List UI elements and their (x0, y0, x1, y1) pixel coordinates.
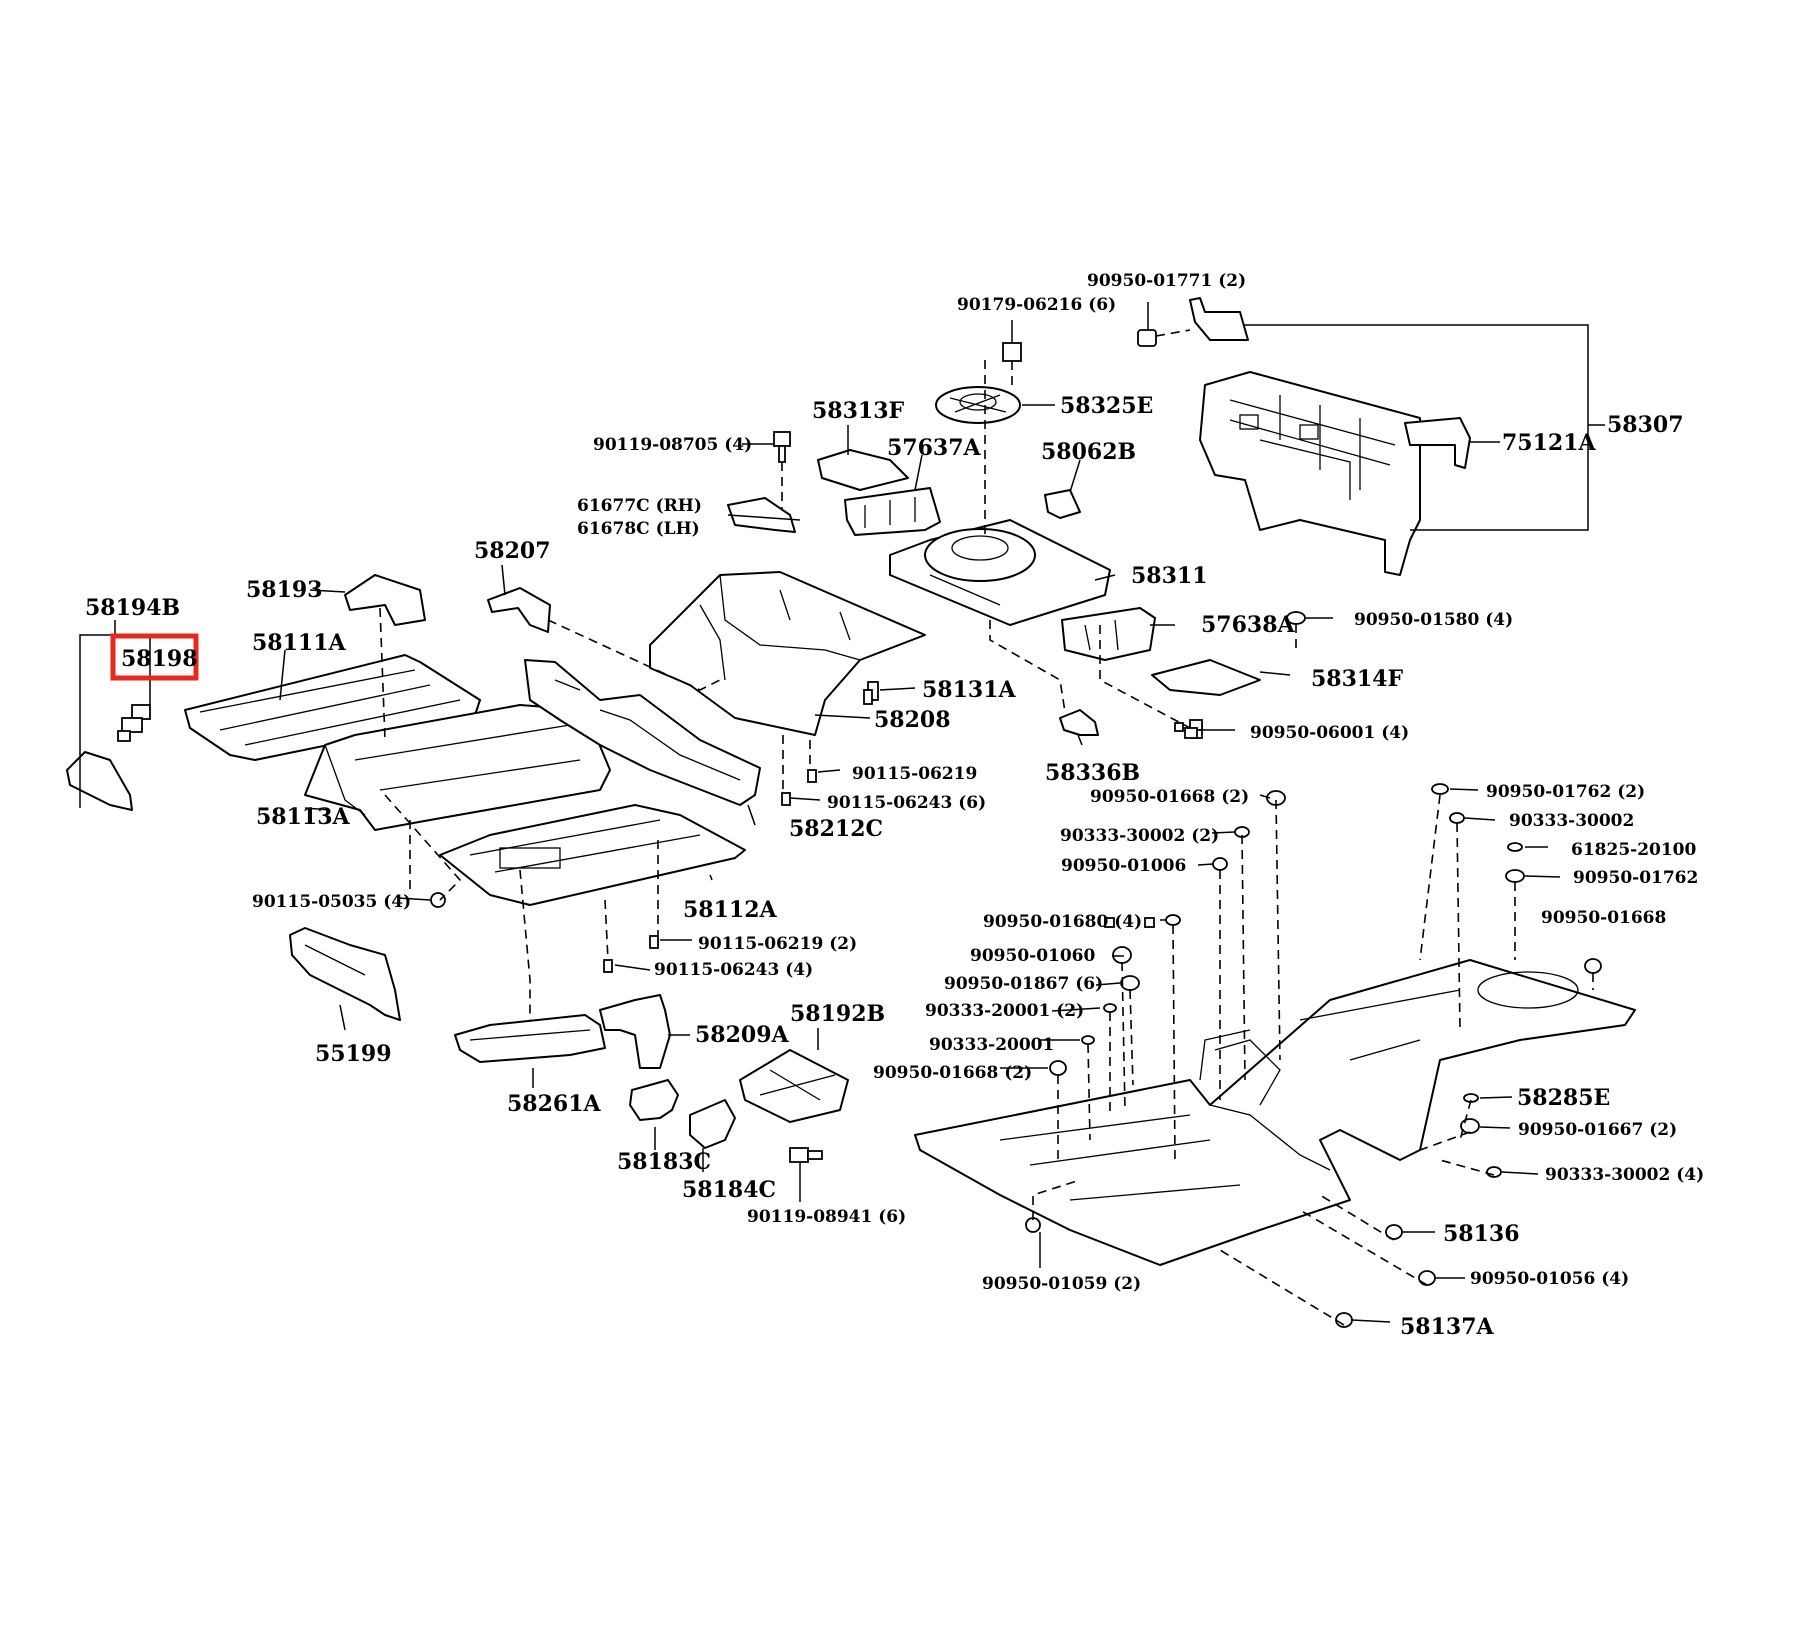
label-58112A: 58112A (683, 897, 778, 923)
part-90950-01771 (1137, 297, 1249, 347)
part-58198-clip (117, 704, 151, 742)
label-90115-06243-6: 90115-06243 (6) (827, 793, 986, 813)
label-58314F: 58314F (1311, 666, 1404, 692)
part-58062B (1044, 489, 1081, 519)
label-58307: 58307 (1607, 412, 1684, 438)
label-58062B: 58062B (1041, 439, 1136, 465)
label-90950-06001: 90950-06001 (4) (1250, 723, 1409, 743)
label-90950-01762: 90950-01762 (1573, 868, 1698, 888)
label-57638A: 57638A (1201, 612, 1296, 638)
label-90333-20001-2: 90333-20001 (2) (925, 1001, 1084, 1021)
label-90950-01667: 90950-01667 (2) (1518, 1120, 1677, 1140)
assembly-lines (379, 360, 1594, 1326)
part-58183C (629, 1079, 679, 1121)
part-58313F (817, 449, 909, 491)
label-90950-01668: 90950-01668 (1541, 908, 1666, 928)
label-58192B: 58192B (790, 1001, 885, 1027)
label-58113A: 58113A (256, 804, 351, 830)
label-58137A: 58137A (1400, 1314, 1495, 1340)
part-58325E (935, 342, 1022, 424)
label-75121A: 75121A (1502, 430, 1597, 456)
label-90950-01059: 90950-01059 (2) (982, 1274, 1141, 1294)
label-90950-01762-2: 90950-01762 (2) (1486, 782, 1645, 802)
part-58209A (599, 994, 671, 1069)
label-90950-01668-2b: 90950-01668 (2) (873, 1063, 1032, 1083)
part-61677C (727, 497, 796, 533)
label-90950-01056: 90950-01056 (4) (1470, 1269, 1629, 1289)
part-90119-08941 (789, 1147, 823, 1163)
label-58313F: 58313F (812, 398, 905, 424)
label-58336B: 58336B (1045, 760, 1140, 786)
label-58183C: 58183C (617, 1149, 711, 1175)
label-61825-20100: 61825-20100 (1571, 840, 1697, 860)
part-58193 (344, 574, 426, 626)
label-58209A: 58209A (695, 1022, 790, 1048)
part-58194B (66, 751, 133, 811)
part-58314F (1151, 659, 1261, 696)
label-90119-08941: 90119-08941 (6) (747, 1207, 906, 1227)
label-58208: 58208 (874, 707, 951, 733)
part-58184C (689, 1099, 736, 1149)
label-90950-01060: 90950-01060 (970, 946, 1096, 966)
part-55199 (289, 927, 401, 1021)
label-58207: 58207 (474, 538, 551, 564)
label-58311: 58311 (1131, 563, 1208, 589)
label-58285E: 58285E (1517, 1085, 1610, 1111)
label-58194B: 58194B (85, 595, 180, 621)
label-90333-30002-4: 90333-30002 (4) (1545, 1165, 1704, 1185)
part-58112A (439, 804, 746, 906)
label-58184C: 58184C (682, 1177, 776, 1203)
label-61677C: 61677C (RH) (577, 496, 702, 516)
highlight-box-58198 (110, 633, 199, 681)
label-90950-01006: 90950-01006 (1061, 856, 1186, 876)
label-90950-01668-2a: 90950-01668 (2) (1090, 787, 1249, 807)
label-58198: 58198 (121, 646, 198, 672)
label-90115-06219-2: 90115-06219 (2) (698, 934, 857, 954)
label-90115-06243-4: 90115-06243 (4) (654, 960, 813, 980)
label-58212C: 58212C (789, 816, 883, 842)
label-90950-01771: 90950-01771 (2) (1087, 271, 1246, 291)
leader-58307 (1240, 324, 1589, 531)
label-90950-01580: 90950-01580 (4) (1354, 610, 1513, 630)
callout-labels: 90950-01771 (2) 90179-06216 (6) 58325E 5… (85, 271, 1704, 1340)
label-55199: 55199 (315, 1041, 392, 1067)
label-90950-01680: 90950-01680 (4) (983, 912, 1142, 932)
label-90333-30002: 90333-30002 (1509, 811, 1634, 831)
label-90333-20001: 90333-20001 (929, 1035, 1054, 1055)
part-58207 (487, 587, 551, 633)
part-58261A (454, 1014, 606, 1063)
part-58192B (739, 1049, 849, 1123)
label-58131A: 58131A (922, 677, 1017, 703)
part-58336B (1059, 709, 1099, 736)
part-75121A (1404, 417, 1471, 469)
label-58261A: 58261A (507, 1091, 602, 1117)
part-58311 (889, 519, 1111, 626)
part-90119-08705 (773, 431, 791, 463)
label-61678C: 61678C (LH) (577, 519, 700, 539)
part-58307 (1199, 371, 1421, 576)
label-57637A: 57637A (887, 435, 982, 461)
label-58136: 58136 (1443, 1221, 1520, 1247)
part-58113A (304, 704, 611, 831)
part-58208 (649, 571, 926, 736)
label-90179-06216: 90179-06216 (6) (957, 295, 1116, 315)
label-90333-30002-2: 90333-30002 (2) (1060, 826, 1219, 846)
part-58212C (524, 659, 761, 806)
part-rear-floor-assembly (914, 959, 1636, 1266)
leader-lines (279, 302, 1561, 1323)
label-90115-06219: 90115-06219 (852, 764, 977, 784)
label-58325E: 58325E (1060, 393, 1153, 419)
label-58111A: 58111A (252, 630, 347, 656)
hardware-right (430, 611, 1602, 1328)
label-90950-01867: 90950-01867 (6) (944, 974, 1103, 994)
label-90115-05035: 90115-05035 (4) (252, 892, 411, 912)
label-58193: 58193 (246, 577, 323, 603)
part-57637A (844, 487, 941, 536)
part-57638A (1061, 607, 1156, 661)
label-90119-08705: 90119-08705 (4) (593, 435, 752, 455)
